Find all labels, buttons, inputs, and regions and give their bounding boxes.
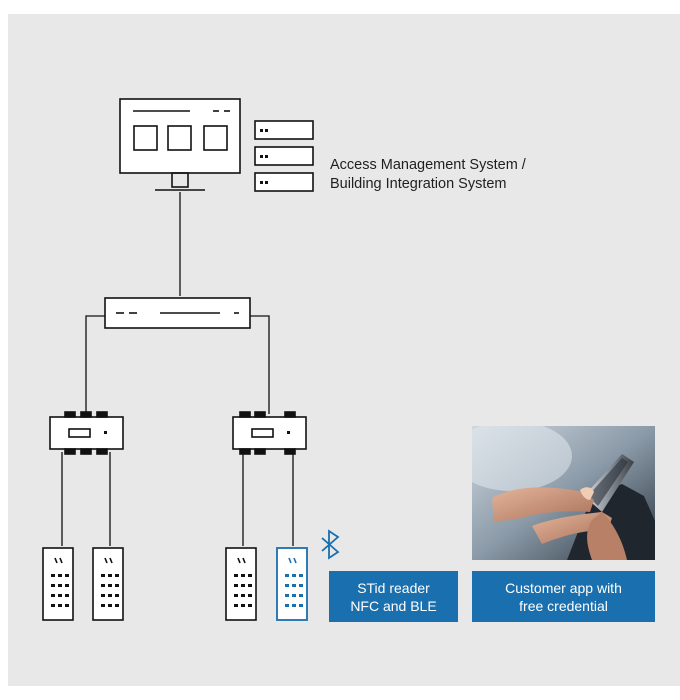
system-caption-line-2: Building Integration System (330, 176, 507, 192)
door-controller-icon (232, 411, 307, 455)
stid-reader-label: STid reader NFC and BLE (329, 571, 458, 622)
link-switch-to-controller-left (85, 315, 105, 414)
door-controller-icon (49, 411, 124, 455)
customer-app-label-line-2: free credential (519, 597, 608, 614)
desktop-monitor-icon (119, 98, 241, 191)
stid-reader-label-line-2: NFC and BLE (350, 597, 437, 614)
system-caption: Access Management System / Building Inte… (330, 156, 526, 194)
card-reader-icon (92, 547, 124, 621)
server-rack-icon (254, 120, 314, 192)
customer-app-label-line-1: Customer app with (505, 579, 622, 596)
stid-reader-label-line-1: STid reader (357, 579, 430, 596)
system-caption-line-1: Access Management System / (330, 157, 526, 173)
link-switch-to-controller-right (250, 315, 270, 414)
stid-reader-icon (276, 547, 308, 621)
smartphone-hand-photo (472, 426, 655, 560)
customer-app-label: Customer app with free credential (472, 571, 655, 622)
bluetooth-icon (321, 529, 340, 560)
smartphone-hand-illustration (472, 426, 655, 560)
connection-lines (61, 192, 294, 546)
network-switch-icon (104, 297, 251, 329)
card-reader-icon (225, 547, 257, 621)
card-reader-icon (42, 547, 74, 621)
